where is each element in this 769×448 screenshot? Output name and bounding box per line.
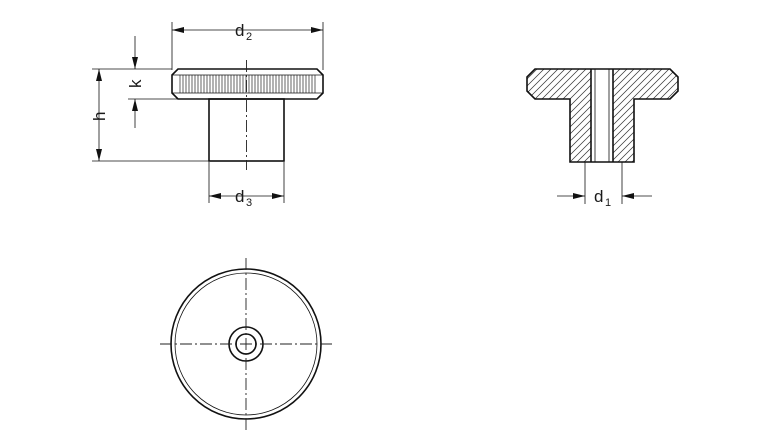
top-view [160,258,334,432]
hatch-right [613,69,678,162]
label-d2-base: d [235,21,244,40]
dimension-d3: d 3 [208,162,285,209]
label-k: k [126,79,145,88]
label-h: h [90,112,109,121]
dimension-k: k [126,36,178,128]
label-d1-sub: 1 [605,197,611,209]
section-view [526,68,679,163]
dimension-d1: d 1 [557,162,652,209]
label-d2-sub: 2 [246,31,252,43]
dimension-d2: d 2 [171,21,324,70]
label-d3-base: d [235,187,244,206]
knurled-head [171,68,324,100]
dimension-h: h [90,68,209,162]
label-d3-sub: 3 [246,197,252,209]
hatch-left [527,69,591,162]
knurl-pattern [179,75,316,93]
label-d1-base: d [594,187,603,206]
front-view [171,60,324,170]
section-outline [526,68,679,163]
